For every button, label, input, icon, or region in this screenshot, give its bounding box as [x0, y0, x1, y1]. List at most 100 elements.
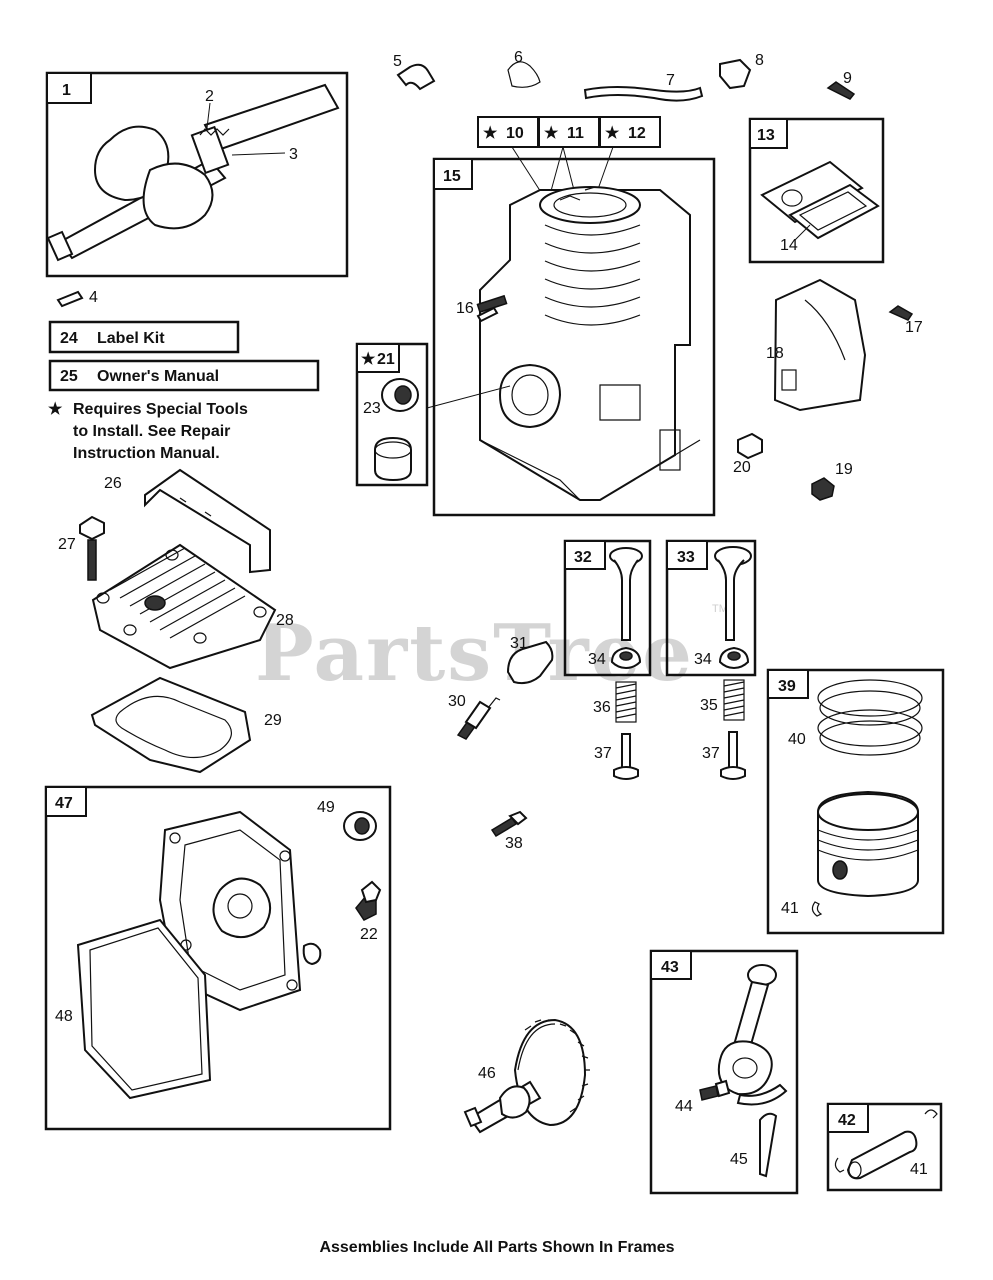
- part-19-fitting[interactable]: 19: [811, 461, 853, 501]
- part-18-air-baffle[interactable]: 18: [766, 278, 867, 412]
- part-9-screw[interactable]: 9: [826, 70, 856, 100]
- svg-text:★: ★: [48, 401, 63, 418]
- crankcase-cover-assembly[interactable]: 47 48: [44, 785, 392, 1131]
- svg-text:38: 38: [505, 835, 523, 852]
- svg-text:43: 43: [661, 959, 679, 976]
- exhaust-valve-assembly[interactable]: 32 34: [563, 539, 652, 677]
- svg-text:28: 28: [276, 612, 294, 629]
- svg-text:45: 45: [730, 1151, 748, 1168]
- part-31-spark-plug-boot[interactable]: 31: [506, 635, 554, 685]
- svg-text:41: 41: [781, 900, 799, 917]
- svg-text:14: 14: [780, 237, 798, 254]
- svg-text:42: 42: [838, 1112, 856, 1129]
- svg-text:24: 24: [60, 330, 78, 347]
- svg-text:22: 22: [360, 926, 378, 943]
- svg-text:31: 31: [510, 635, 528, 652]
- svg-text:8: 8: [755, 52, 764, 69]
- svg-text:44: 44: [675, 1098, 693, 1115]
- svg-text:36: 36: [593, 699, 611, 716]
- svg-text:37: 37: [702, 745, 720, 762]
- svg-text:Requires Special Tools: Requires Special Tools: [73, 401, 248, 418]
- svg-text:★: ★: [361, 351, 376, 368]
- part-29-head-gasket[interactable]: 29: [90, 676, 282, 774]
- breather-assembly[interactable]: 13 14: [748, 117, 885, 264]
- part-20-plug[interactable]: 20: [733, 432, 763, 476]
- svg-text:26: 26: [104, 475, 122, 492]
- svg-text:34: 34: [694, 651, 712, 668]
- svg-text:17: 17: [905, 319, 923, 336]
- svg-text:2: 2: [205, 88, 214, 105]
- part-26-cylinder-head-cover[interactable]: 26: [104, 468, 271, 574]
- special-tools-note: ★ Requires Special Tools to Install. See…: [48, 401, 248, 462]
- crankshaft-key[interactable]: 4: [56, 289, 98, 308]
- part-22-fitting[interactable]: 22: [355, 880, 382, 943]
- svg-text:49: 49: [317, 799, 335, 816]
- svg-text:4: 4: [89, 289, 98, 306]
- svg-text:★: ★: [605, 125, 620, 142]
- owners-manual-box[interactable]: 25 Owner's Manual: [48, 359, 320, 392]
- svg-text:11: 11: [567, 125, 584, 142]
- cylinder-block-assembly[interactable]: 15: [432, 157, 716, 517]
- svg-text:5: 5: [393, 53, 402, 70]
- part-27-head-bolt[interactable]: 27: [58, 515, 105, 581]
- crankshaft-assembly[interactable]: 1 2 3: [45, 71, 349, 278]
- svg-text:46: 46: [478, 1065, 496, 1082]
- svg-text:★: ★: [544, 125, 559, 142]
- svg-text:Label Kit: Label Kit: [97, 330, 165, 347]
- svg-text:29: 29: [264, 712, 282, 729]
- part-36-valve-spring[interactable]: 36: [593, 681, 637, 723]
- svg-text:10: 10: [506, 125, 524, 142]
- svg-text:21: 21: [377, 351, 395, 368]
- part-35-valve-spring[interactable]: 35: [700, 679, 745, 721]
- svg-text:TM: TM: [712, 603, 728, 615]
- svg-text:48: 48: [55, 1008, 73, 1025]
- seal-bushing-assembly[interactable]: ★ 21 23: [355, 342, 511, 487]
- svg-text:20: 20: [733, 459, 751, 476]
- svg-text:★: ★: [483, 125, 498, 142]
- svg-text:37: 37: [594, 745, 612, 762]
- part-37-tappet-intake[interactable]: 37: [702, 731, 746, 780]
- part-5-clamp[interactable]: 5: [393, 53, 436, 91]
- svg-text:25: 25: [60, 368, 78, 385]
- svg-text:33: 33: [677, 549, 695, 566]
- svg-text:32: 32: [574, 549, 592, 566]
- svg-text:3: 3: [289, 146, 298, 163]
- part-46-camshaft[interactable]: 46: [463, 1018, 590, 1134]
- part-tags-10-11-12[interactable]: ★ 10 ★ 11 ★ 12: [477, 116, 661, 203]
- svg-text:12: 12: [628, 125, 646, 142]
- part-38-screw[interactable]: 38: [490, 810, 528, 852]
- part-16-dowel-pin[interactable]: 16: [456, 300, 499, 323]
- connecting-rod-assembly[interactable]: 43 44 45: [649, 949, 799, 1195]
- svg-text:30: 30: [448, 693, 466, 710]
- svg-text:9: 9: [843, 70, 852, 87]
- svg-text:23: 23: [363, 400, 381, 417]
- part-7-breather-tube[interactable]: 7: [583, 72, 704, 102]
- part-17-screw[interactable]: 17: [888, 305, 923, 336]
- svg-text:to Install. See Repair: to Install. See Repair: [73, 423, 230, 440]
- svg-text:7: 7: [666, 72, 675, 89]
- svg-text:Instruction Manual.: Instruction Manual.: [73, 445, 220, 462]
- part-30-spark-plug[interactable]: 30: [448, 693, 501, 740]
- svg-text:18: 18: [766, 345, 784, 362]
- svg-text:41: 41: [910, 1161, 928, 1178]
- svg-text:16: 16: [456, 300, 474, 317]
- svg-text:15: 15: [443, 168, 461, 185]
- part-49-oil-seal[interactable]: 49: [317, 799, 377, 841]
- part-6-clip[interactable]: 6: [507, 49, 541, 88]
- svg-text:6: 6: [514, 49, 523, 66]
- svg-text:34: 34: [588, 651, 606, 668]
- svg-text:35: 35: [700, 697, 718, 714]
- piston-pin-assembly[interactable]: 42 41: [826, 1102, 943, 1192]
- label-kit-box[interactable]: 24 Label Kit: [48, 320, 240, 354]
- part-37-tappet-exhaust[interactable]: 37: [594, 733, 639, 780]
- svg-text:40: 40: [788, 731, 806, 748]
- piston-assembly[interactable]: 39 40 41: [766, 668, 945, 935]
- part-28-cylinder-head[interactable]: 28: [91, 543, 294, 670]
- footer-caption: Assemblies Include All Parts Shown In Fr…: [319, 1239, 674, 1256]
- part-8-elbow[interactable]: 8: [719, 52, 764, 90]
- svg-text:47: 47: [55, 795, 73, 812]
- intake-valve-assembly[interactable]: 33 34: [665, 539, 757, 677]
- svg-text:1: 1: [62, 82, 71, 99]
- svg-text:19: 19: [835, 461, 853, 478]
